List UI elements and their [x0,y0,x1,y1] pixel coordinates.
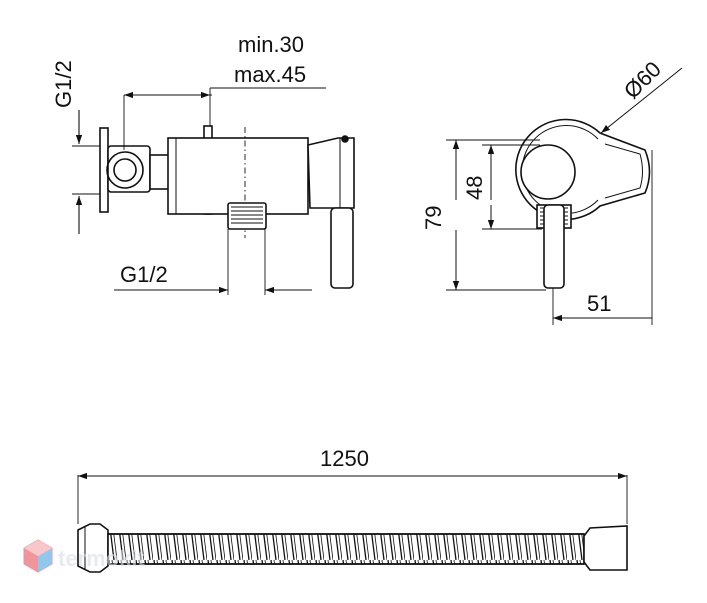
hose-braid [107,533,585,565]
front-view [446,67,683,325]
inlet-ring-inner [113,158,137,182]
control-knob [520,144,576,200]
label-height-total: 79 [421,206,446,230]
lever-handle [330,207,354,289]
lever-head [307,137,355,209]
label-diameter: Ø60 [619,56,666,103]
label-hose-length: 1250 [320,446,369,471]
label-min-depth: min.30 [238,32,304,57]
hose [77,472,628,573]
watermark: termokit [23,539,145,573]
label-width: 51 [587,291,611,316]
hose-right-cone [583,525,628,571]
label-thread-top: G1/2 [51,60,76,108]
front-lever [543,204,565,289]
mixer-body [167,137,309,215]
inlet-ring-outer [106,151,144,189]
watermark-text: termokit [58,546,145,571]
label-max-depth: max.45 [234,62,306,87]
watermark-logo-icon [23,539,53,573]
label-thread-bottom: G1/2 [120,262,168,287]
label-height-inner: 48 [462,176,487,200]
side-view [72,87,355,295]
